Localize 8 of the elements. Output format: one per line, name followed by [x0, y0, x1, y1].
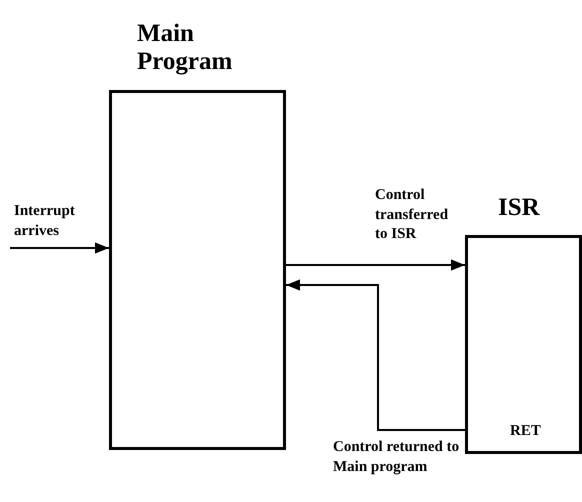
arrow — [10, 242, 109, 254]
arrow — [286, 279, 465, 431]
box-heading: Main Program — [137, 20, 234, 75]
instruction-text: RET — [510, 423, 541, 440]
box-heading: ISR — [498, 194, 541, 222]
process-box — [109, 90, 286, 450]
arrow — [286, 259, 465, 271]
process-box — [465, 235, 582, 454]
